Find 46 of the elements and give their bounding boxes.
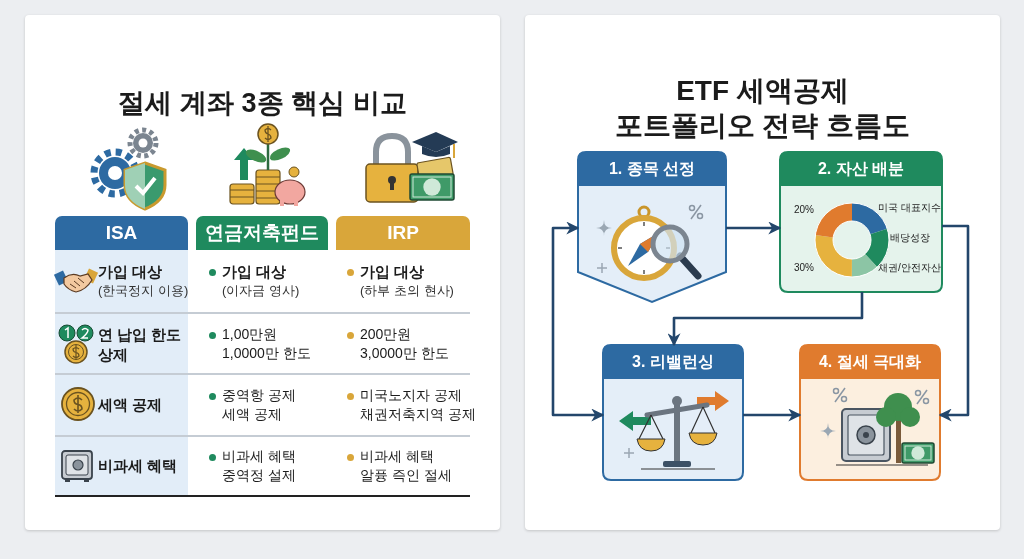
row-heading: 비과세 혜택 (98, 457, 178, 475)
step-card (578, 152, 726, 302)
cell-text: 200만원 (360, 326, 412, 343)
chart-label: 배당성장 (890, 232, 930, 244)
panel-card (25, 15, 500, 530)
chart-label: 채권/안전자산 (878, 262, 941, 274)
arrow (726, 221, 782, 235)
cell-text: 비과세 혜택 (222, 448, 296, 465)
row-note: (하부 초의 현사) (360, 283, 454, 299)
step-card (800, 345, 940, 480)
cell-text: 중역항 공제 (222, 387, 296, 404)
row-heading: 가입 대상 (222, 263, 287, 281)
cell-text: 비과세 혜택 (360, 448, 434, 465)
cell-text: 세액 공제 (222, 406, 282, 423)
panel-card (525, 15, 1000, 530)
chart-label: 20% (794, 204, 814, 216)
card-title: 3. 리밸런싱 (631, 352, 715, 372)
card-title: 1. 종목 선정 (607, 159, 697, 179)
cell-text: 알퓽 즉인 절세 (360, 467, 452, 484)
card-title: 2. 자산 배분 (816, 159, 906, 179)
row-heading: 연 납입 한도 상제 (98, 325, 183, 364)
cell-text: 미국노지자 공제 (360, 387, 462, 404)
cell-text: 1,0000만 한도 (222, 345, 311, 362)
row-heading: 가입 대상 (98, 263, 163, 281)
panel-title: ETF 세액공제 포트폴리오 전략 흐름도 (613, 74, 912, 143)
column-header: 연금저축펀드 (196, 216, 328, 250)
step-card (780, 152, 942, 292)
step-card (603, 345, 743, 480)
card-title: 4. 절세 극대화 (817, 352, 923, 372)
row-note: (이자금 영사) (222, 283, 300, 299)
column-header: IRP (336, 216, 470, 250)
chart-label: 미국 대표지수 (878, 202, 941, 214)
arrow (743, 408, 802, 422)
cell-text: 3,0000만 한도 (360, 345, 449, 362)
column-header: ISA (55, 216, 188, 250)
cell-text: 중역정 설제 (222, 467, 296, 484)
cell-text: 채권저축지역 공제 (360, 406, 476, 423)
cell-text: 1,00만원 (222, 326, 278, 343)
arrow (667, 292, 864, 347)
row-heading: 세액 공제 (98, 396, 163, 414)
row-heading: 가입 대상 (360, 263, 425, 281)
row-note: (한국정지 이용) (98, 283, 189, 299)
chart-label: 30% (794, 262, 814, 274)
arrow (938, 224, 970, 422)
panel-title: 절세 계좌 3종 핵심 비교 (117, 87, 408, 120)
arrow (551, 221, 605, 422)
